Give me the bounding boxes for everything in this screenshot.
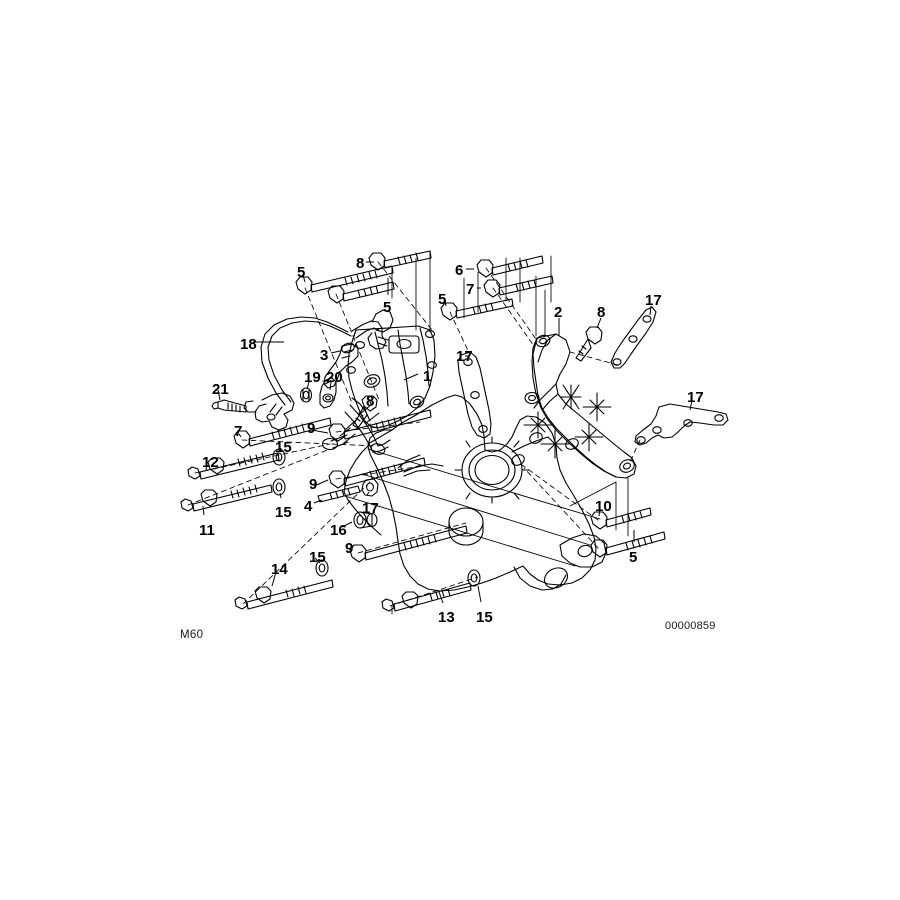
alternator-bracket-part-2 [511,333,637,479]
callout-17-b: 17 [456,348,473,365]
bolt-part-7-left [233,417,332,449]
callout-17-c: 17 [687,389,704,406]
callout-5-b: 5 [383,299,392,316]
callout-18: 18 [240,336,257,353]
bolt-part-5-upper-right [440,298,514,321]
callout-19: 19 [304,369,321,386]
callout-15-d: 15 [476,609,493,626]
screw-part-21 [211,399,247,413]
washer-part-19 [299,387,313,403]
bolt-part-8-upper-left [368,250,432,271]
callout-15-c: 15 [309,549,326,566]
bracket-17-upper-middle [457,351,492,439]
bolt-part-6 [476,255,544,278]
retainer-part-20 [319,377,337,409]
bolt-part-5-upper-left [295,265,394,295]
callout-4: 4 [304,498,313,515]
callout-15-a: 15 [275,439,292,456]
callout-21: 21 [212,381,229,398]
callout-12: 12 [202,454,219,471]
crank-seal-bore [454,436,530,504]
bolt-part-5-upper-mid [327,281,395,304]
bolt-part-13 [381,582,472,612]
bracket-lower-lugs [559,533,607,568]
callout-15-b: 15 [275,504,292,521]
bolt-part-9-lower [328,457,426,489]
callout-14: 14 [271,561,288,578]
callout-7: 7 [466,281,475,298]
callout-8-b: 8 [597,304,606,321]
callout-6: 6 [455,262,464,279]
washer-part-15-d [467,569,481,587]
callout-20: 20 [326,369,343,386]
assembly-guide-lines [187,261,641,607]
bracket-17-upper-right [610,306,657,369]
callout-2: 2 [554,304,563,321]
engine-block-outline [343,394,597,592]
guide-frames [391,250,629,615]
bracket-17-lower-right [634,403,729,446]
callout-11: 11 [199,522,215,539]
bracket-break-marks [523,384,612,459]
engine-code-label: M60 [180,629,204,641]
callout-5-c: 5 [438,291,447,308]
callout-17-d: 17 [362,500,379,517]
sleeve-part-16 [353,511,378,529]
callout-3: 3 [320,347,329,364]
callout-8: 8 [356,255,365,272]
bracket-17-washer-center [361,478,379,497]
callout-1: 1 [423,368,432,385]
callout-5: 5 [297,264,306,281]
washer-part-15-a [272,448,286,466]
callout-10: 10 [595,498,612,515]
callout-8-c: 8 [366,393,375,410]
block-lower-boss [513,566,569,591]
bolt-part-9-upper [328,409,432,442]
bolt-part-8-right [575,326,603,362]
callout-5-d: 5 [629,549,638,566]
callout-13: 13 [438,609,455,626]
washer-part-15-c [315,559,329,577]
bolt-part-11 [180,484,273,512]
bolt-part-12 [187,452,280,480]
bolt-part-10 [590,507,652,530]
stud-part-4 [317,485,361,503]
cable-connector-left [243,400,257,413]
figure-number-label: 00000859 [665,620,716,632]
callout-9-b: 9 [309,476,318,493]
washer-part-15-b [272,478,286,496]
callout-9-c: 9 [345,540,354,557]
bolt-part-7-upper [483,275,554,298]
bolt-part-9-bottom [349,525,468,563]
block-section-lines [344,448,601,567]
callout-17-a: 17 [645,292,662,309]
callout-9-a: 9 [307,420,316,437]
bolt-part-5-right [590,531,666,558]
bolt-part-14 [234,579,334,610]
bolt-part-8-center [352,395,378,429]
callout-16: 16 [330,522,347,539]
crank-sensor-cable-part-18 [254,309,394,431]
leader-lines [202,261,693,604]
callout-7-b: 7 [234,423,243,440]
sump-rib [397,454,444,477]
oil-pump-bore [448,507,484,546]
